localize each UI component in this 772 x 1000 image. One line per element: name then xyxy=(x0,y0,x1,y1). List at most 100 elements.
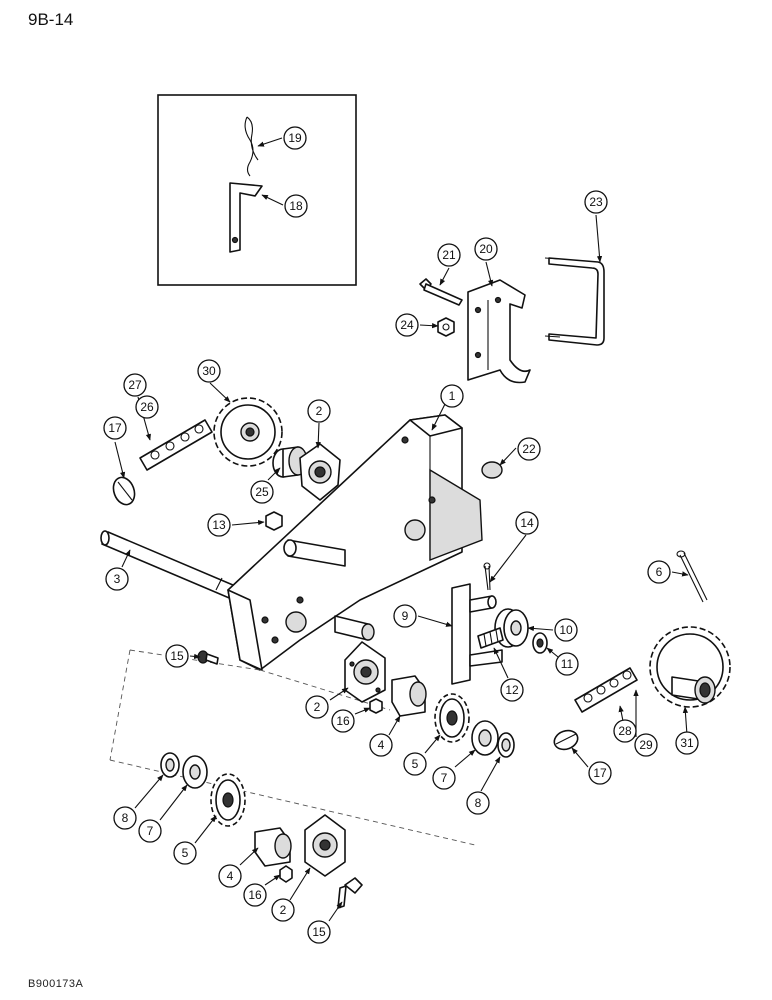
callout-label: 19 xyxy=(288,131,302,145)
callout-label: 7 xyxy=(147,824,154,838)
callout-label: 6 xyxy=(656,565,663,579)
shaft-3 xyxy=(100,530,241,601)
callout: 29 xyxy=(634,733,658,757)
callout: 1 xyxy=(440,384,464,408)
callout: 15 xyxy=(307,920,331,944)
cotter-pin-14 xyxy=(483,562,491,591)
callout-label: 7 xyxy=(441,771,448,785)
roller-chain-lower xyxy=(574,667,638,713)
flange-bearing-middle xyxy=(344,641,386,703)
sprocket-30 xyxy=(213,397,283,467)
plug-22 xyxy=(481,461,503,479)
washer-11 xyxy=(532,632,548,654)
bolt-15-upper xyxy=(197,650,219,665)
callout: 20 xyxy=(474,237,498,261)
lynch-pin-upper xyxy=(112,476,136,506)
callout-label: 10 xyxy=(559,623,573,637)
callout: 30 xyxy=(197,359,221,383)
callout-label: 12 xyxy=(505,683,519,697)
callout: 26 xyxy=(135,395,159,419)
callout-label: 9 xyxy=(402,609,409,623)
callout: 13 xyxy=(207,513,231,537)
callout: 4 xyxy=(369,733,393,757)
callout-label: 24 xyxy=(400,318,414,332)
callout-label: 21 xyxy=(442,248,456,262)
callout: 2 xyxy=(271,898,295,922)
callout-label: 15 xyxy=(170,649,184,663)
washer-8-lower xyxy=(160,752,180,778)
assembly-line-upper xyxy=(129,649,391,711)
callout: 3 xyxy=(105,567,129,591)
callout: 23 xyxy=(584,190,608,214)
callout: 12 xyxy=(500,678,524,702)
callout: 15 xyxy=(165,644,189,668)
callout: 21 xyxy=(437,243,461,267)
callout: 11 xyxy=(555,652,579,676)
inset-box xyxy=(157,94,357,286)
callout: 2 xyxy=(307,399,331,423)
callout: 31 xyxy=(675,731,699,755)
nut-16-lower xyxy=(279,865,293,883)
callout-label: 23 xyxy=(589,195,603,209)
callout-label: 4 xyxy=(227,869,234,883)
callout-label: 17 xyxy=(593,766,607,780)
callout-label: 3 xyxy=(114,572,121,586)
callout: 28 xyxy=(613,719,637,743)
sprocket-5-lower xyxy=(210,773,246,827)
callout: 4 xyxy=(218,864,242,888)
callout: 14 xyxy=(515,511,539,535)
leader-lines xyxy=(114,137,689,922)
callout-label: 16 xyxy=(248,888,262,902)
bolt-21 xyxy=(419,278,463,306)
bolt-12 xyxy=(477,627,504,649)
callout-label: 13 xyxy=(212,518,226,532)
lynch-pin-lower xyxy=(553,729,579,751)
nut-24 xyxy=(437,317,455,337)
callout-label: 5 xyxy=(412,757,419,771)
callout: 7 xyxy=(138,819,162,843)
callout-label: 18 xyxy=(289,199,303,213)
callout-label: 14 xyxy=(520,516,534,530)
nut-16-middle xyxy=(369,698,383,714)
flange-bearing-lower xyxy=(304,814,346,877)
roller-chain-upper xyxy=(139,419,213,471)
sprocket-31 xyxy=(649,626,731,708)
callout-label: 4 xyxy=(378,738,385,752)
callout: 5 xyxy=(173,841,197,865)
page-number: 9B-14 xyxy=(28,10,74,29)
callout-label: 25 xyxy=(255,485,269,499)
callout: 8 xyxy=(113,806,137,830)
callout: 9 xyxy=(393,604,417,628)
callout-label: 26 xyxy=(140,400,154,414)
callout: 25 xyxy=(250,480,274,504)
spacer-7-lower xyxy=(182,755,208,789)
latch-bracket xyxy=(467,279,531,384)
callout: 27 xyxy=(123,373,147,397)
callout: 17 xyxy=(588,761,612,785)
callout-label: 2 xyxy=(314,700,321,714)
callout-label: 2 xyxy=(316,404,323,418)
callout-label: 5 xyxy=(182,846,189,860)
callout: 17 xyxy=(103,416,127,440)
callout: 5 xyxy=(403,752,427,776)
callout: 19 xyxy=(283,126,307,150)
callout: 2 xyxy=(305,695,329,719)
callout: 16 xyxy=(243,883,267,907)
nut-13 xyxy=(265,511,283,531)
spacer-7-middle xyxy=(471,720,499,756)
cotter-pin-6 xyxy=(676,550,708,603)
hair-pin-clip xyxy=(244,116,259,177)
callout-label: 16 xyxy=(336,714,350,728)
callout-label: 30 xyxy=(202,364,216,378)
callout: 22 xyxy=(517,437,541,461)
callout-label: 20 xyxy=(479,242,493,256)
callout: 6 xyxy=(647,560,671,584)
callout-label: 17 xyxy=(108,421,122,435)
main-frame xyxy=(227,414,483,671)
callout: 24 xyxy=(395,313,419,337)
callout: 16 xyxy=(331,709,355,733)
callout-label: 27 xyxy=(128,378,142,392)
callout-label: 15 xyxy=(312,925,326,939)
sprocket-5-middle xyxy=(434,693,470,743)
